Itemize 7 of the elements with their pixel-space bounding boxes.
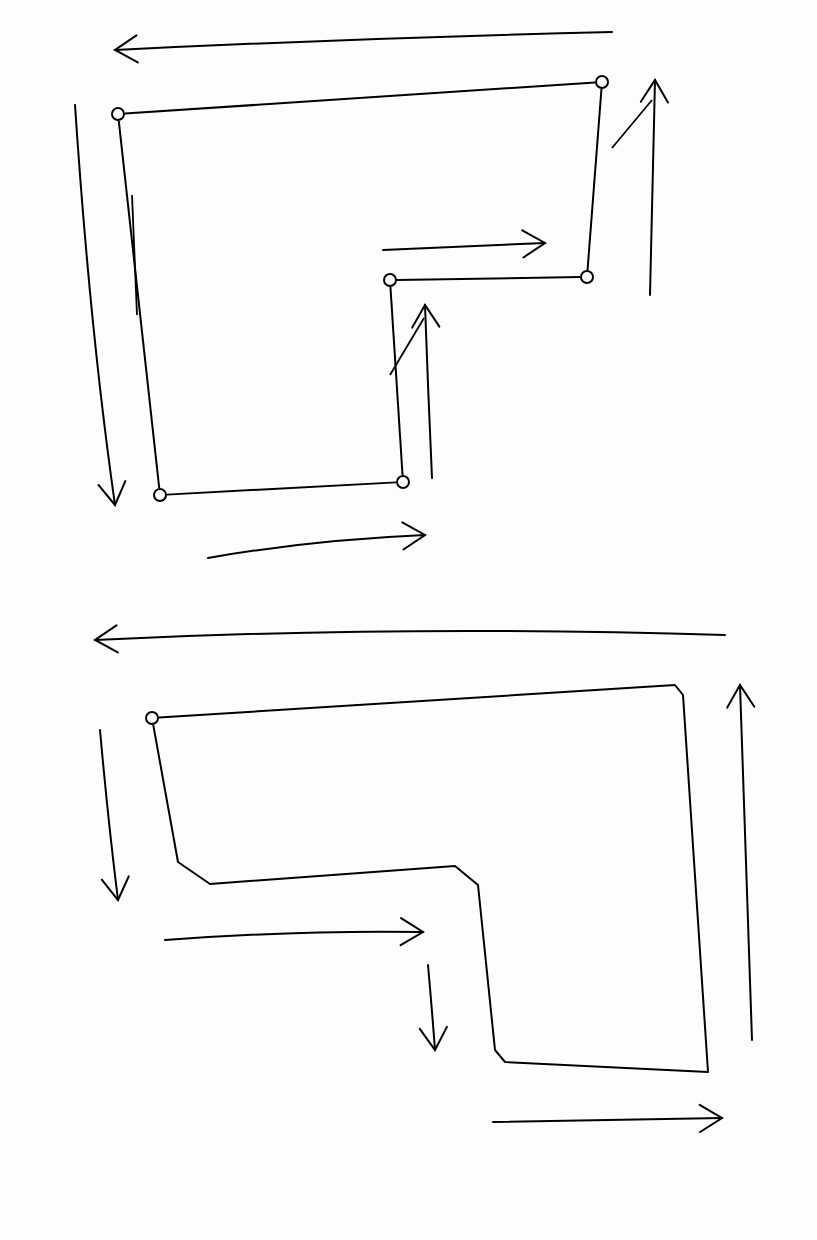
outline-line xyxy=(152,684,709,1073)
outline-line xyxy=(396,276,581,281)
outline-line xyxy=(117,119,161,490)
outline-line xyxy=(166,481,397,496)
outline-line xyxy=(389,286,404,476)
outline-line xyxy=(124,81,596,115)
outline-line xyxy=(586,88,603,271)
